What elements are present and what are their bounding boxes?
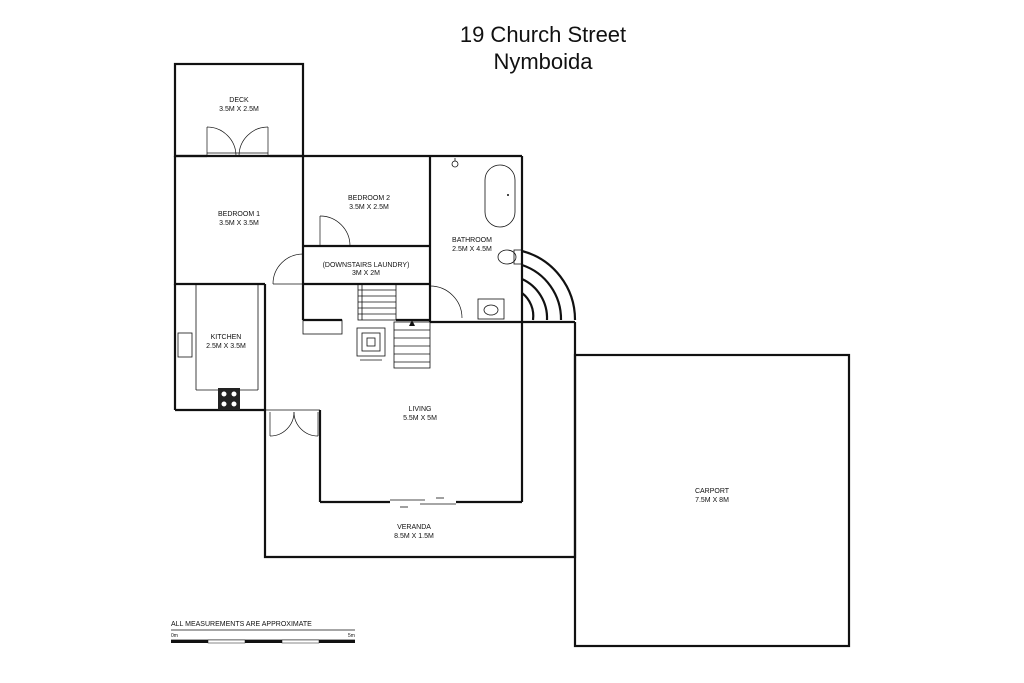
laundry-stairs [357,283,397,321]
kitchen-label: KITCHEN [211,334,242,341]
measurement-disclaimer: ALL MEASUREMENTS ARE APPROXIMATE [171,621,312,628]
bathtub-icon [484,164,516,228]
carport-label: CARPORT [695,488,730,495]
living-label: LIVING [409,406,432,413]
kitchen-size: 2.5M X 3.5M [206,343,246,350]
veranda-size: 8.5M X 1.5M [394,533,434,540]
laundry-size: 3M X 2M [352,270,380,277]
carport-size: 7.5M X 8M [695,497,729,504]
living-stairs [393,320,431,369]
scale-end-label: 5m [348,633,355,639]
external-curved-steps [521,249,577,321]
bedroom-2-label: BEDROOM 2 [348,195,390,202]
sliding-door [390,497,456,508]
carport-area [573,353,851,648]
shower-icon [451,158,459,168]
scale-start-label: 0m [171,633,178,639]
cooktop-icon [218,388,240,410]
laundry-label: (DOWNSTAIRS LAUNDRY) [323,262,410,269]
veranda-label: VERANDA [397,524,431,531]
bathroom-size: 2.5M X 4.5M [452,246,492,253]
bedroom-1-door [272,253,304,285]
toilet-icon [497,249,523,265]
wood-stove-icon [356,327,386,361]
entry-step [302,319,343,335]
deck-label: DECK [229,97,249,104]
veranda-area [263,322,577,559]
bedroom-1-label: BEDROOM 1 [218,211,260,218]
scale-bar: 0m 5m [171,629,355,644]
deck-double-door [206,126,270,158]
bathroom-door [429,285,463,319]
bedroom-1-size: 3.5M X 3.5M [219,220,259,227]
address-line-1: 19 Church Street [459,22,627,47]
bedroom-2-door [319,215,351,247]
living-size: 5.5M X 5M [403,415,437,422]
veranda-french-door [269,411,319,437]
bathroom-label: BATHROOM [452,237,492,244]
bedroom-2-size: 3.5M X 2.5M [349,204,389,211]
deck-size: 3.5M X 2.5M [219,106,259,113]
vanity-icon [477,298,505,320]
address-line-2: Nymboida [493,49,593,74]
